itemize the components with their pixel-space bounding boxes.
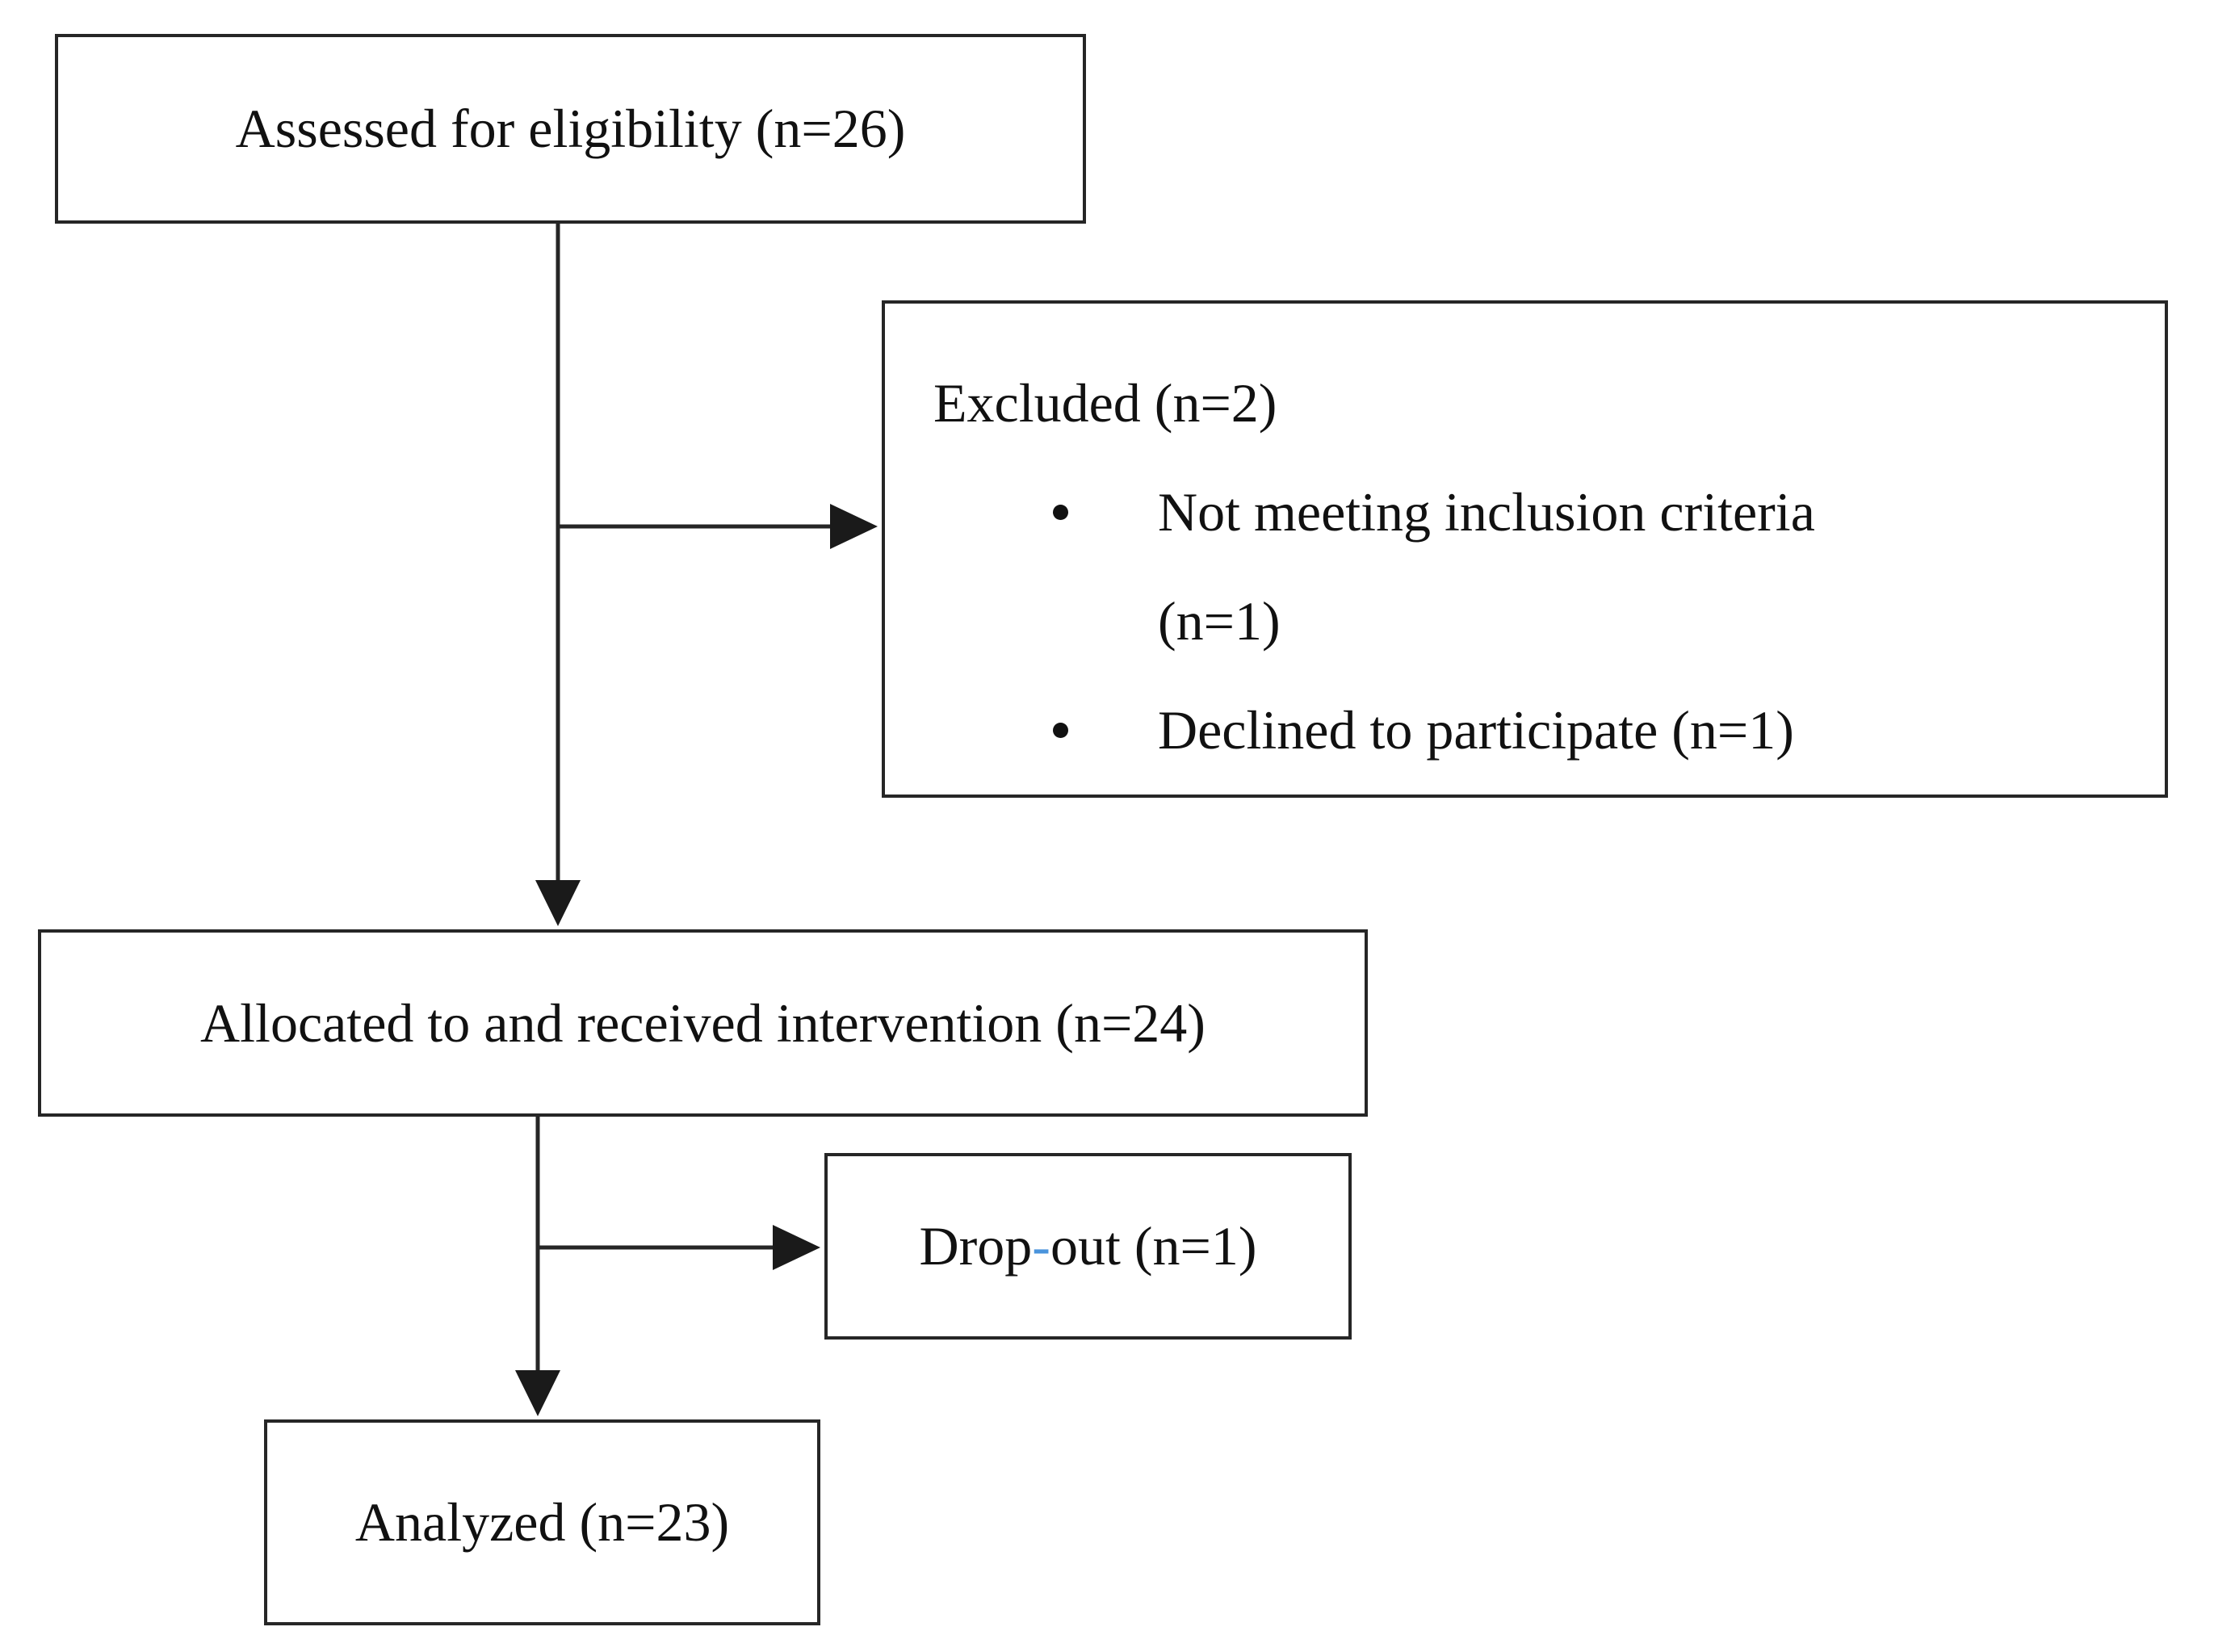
excluded-item-declined: Declined to participate (n=1) bbox=[933, 676, 2141, 785]
excluded-item-line: Not meeting inclusion criteria bbox=[1158, 481, 1815, 543]
flow-box-allocated: Allocated to and received intervention (… bbox=[38, 929, 1368, 1117]
arrowhead-to-dropout-icon bbox=[773, 1225, 820, 1270]
flow-box-dropout: Drop-out (n=1) bbox=[824, 1153, 1352, 1340]
flow-box-analyzed: Analyzed (n=23) bbox=[264, 1419, 820, 1625]
bullet-icon bbox=[1053, 723, 1068, 738]
dropout-label-post: out (n=1) bbox=[1050, 1215, 1257, 1277]
excluded-item-text: Declined to participate (n=1) bbox=[1158, 676, 1794, 785]
excluded-item-text: Not meeting inclusion criteria (n=1) bbox=[1158, 458, 1815, 676]
allocated-label: Allocated to and received intervention (… bbox=[200, 992, 1206, 1054]
flow-box-assessed: Assessed for eligibility (n=26) bbox=[55, 34, 1086, 224]
dropout-label: Drop-out (n=1) bbox=[920, 1214, 1257, 1278]
excluded-item-not-meeting-criteria: Not meeting inclusion criteria (n=1) bbox=[933, 458, 2141, 676]
bullet-icon bbox=[1053, 505, 1068, 520]
arrowhead-to-excluded-icon bbox=[830, 504, 878, 549]
dropout-label-hyphen: - bbox=[1032, 1215, 1050, 1277]
excluded-heading: Excluded (n=2) bbox=[933, 372, 1277, 434]
excluded-item-line: (n=1) bbox=[1158, 590, 1281, 652]
flow-box-excluded: Excluded (n=2) Not meeting inclusion cri… bbox=[882, 300, 2168, 798]
excluded-item-line: Declined to participate (n=1) bbox=[1158, 699, 1794, 761]
arrowhead-to-allocated-icon bbox=[535, 880, 581, 926]
dropout-label-pre: Drop bbox=[919, 1215, 1033, 1277]
assessed-label: Assessed for eligibility (n=26) bbox=[235, 98, 906, 159]
arrowhead-to-analyzed-icon bbox=[515, 1370, 560, 1416]
analyzed-label: Analyzed (n=23) bbox=[354, 1491, 730, 1553]
